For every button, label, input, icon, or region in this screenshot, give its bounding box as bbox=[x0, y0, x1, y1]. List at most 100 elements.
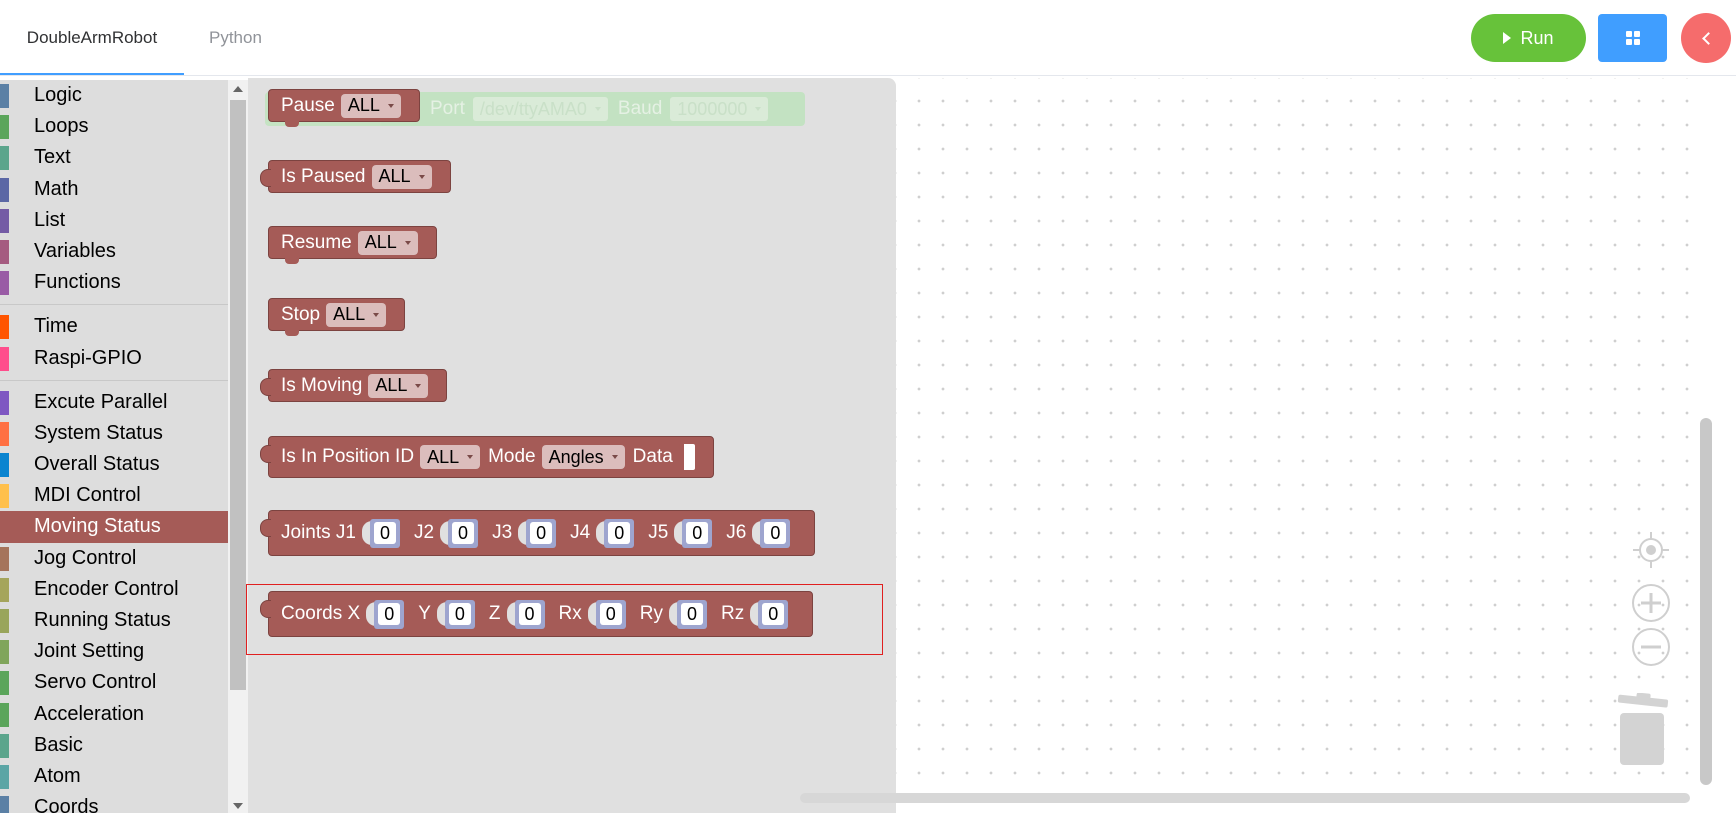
workspace-vertical-scrollbar[interactable] bbox=[1700, 418, 1712, 785]
number-input-slot[interactable]: 0 bbox=[518, 518, 557, 548]
toolbox-scrollbar-thumb[interactable] bbox=[230, 100, 246, 690]
id-dropdown[interactable]: ALL bbox=[371, 164, 432, 189]
stop-block[interactable]: Stop ALL bbox=[268, 298, 406, 336]
category-basic[interactable]: Basic bbox=[0, 730, 228, 761]
number-field[interactable]: 0 bbox=[762, 602, 785, 625]
id-dropdown[interactable]: ALL bbox=[357, 230, 418, 255]
id-dropdown[interactable]: ALL bbox=[326, 302, 387, 327]
field-label: J6 bbox=[726, 522, 747, 543]
mode-dropdown[interactable]: Angles bbox=[541, 445, 625, 469]
trash-icon[interactable] bbox=[1612, 693, 1672, 768]
category-excute-parallel[interactable]: Excute Parallel bbox=[0, 387, 228, 418]
number-field[interactable]: 0 bbox=[599, 602, 622, 625]
number-input-slot[interactable]: 0 bbox=[587, 599, 626, 629]
category-label: Functions bbox=[34, 271, 121, 294]
scroll-up-arrow-icon[interactable] bbox=[233, 86, 243, 92]
category-time[interactable]: Time bbox=[0, 311, 228, 342]
target-icon[interactable] bbox=[1631, 530, 1671, 570]
number-input-slot[interactable]: 0 bbox=[752, 518, 791, 548]
category-servo-control[interactable]: Servo Control bbox=[0, 667, 228, 698]
number-field[interactable]: 0 bbox=[530, 521, 553, 544]
back-button[interactable] bbox=[1681, 13, 1731, 63]
category-jog-control[interactable]: Jog Control bbox=[0, 543, 228, 574]
category-label: MDI Control bbox=[34, 484, 141, 507]
category-math[interactable]: Math bbox=[0, 174, 228, 205]
play-icon bbox=[1503, 32, 1512, 44]
number-field[interactable]: 0 bbox=[378, 602, 401, 625]
number-input-slot[interactable]: 0 bbox=[506, 599, 545, 629]
block-label: Pause bbox=[281, 94, 335, 116]
zoom-out-icon[interactable] bbox=[1631, 627, 1671, 667]
is-paused-block[interactable]: Is Paused ALL bbox=[260, 160, 451, 193]
number-input-slot[interactable]: 0 bbox=[366, 599, 405, 629]
category-encoder-control[interactable]: Encoder Control bbox=[0, 574, 228, 605]
number-field[interactable]: 0 bbox=[680, 602, 703, 625]
id-dropdown[interactable]: ALL bbox=[368, 373, 429, 398]
block-label: Is Moving bbox=[281, 374, 363, 396]
workspace-horizontal-scrollbar[interactable] bbox=[800, 793, 1690, 803]
category-functions[interactable]: Functions bbox=[0, 267, 228, 298]
is-moving-block[interactable]: Is Moving ALL bbox=[259, 369, 448, 402]
number-input-slot[interactable]: 0 bbox=[361, 518, 400, 548]
data-input-socket[interactable] bbox=[678, 444, 695, 470]
category-label: Time bbox=[34, 315, 78, 338]
number-input-slot[interactable]: 0 bbox=[674, 518, 713, 548]
number-field[interactable]: 0 bbox=[373, 521, 396, 544]
category-list[interactable]: List bbox=[0, 205, 228, 236]
number-field[interactable]: 0 bbox=[764, 521, 787, 544]
category-separator bbox=[0, 379, 228, 381]
category-logic[interactable]: Logic bbox=[0, 80, 228, 111]
number-field[interactable]: 0 bbox=[448, 602, 471, 625]
zoom-in-icon[interactable] bbox=[1631, 583, 1671, 623]
resume-block[interactable]: Resume ALL bbox=[268, 226, 437, 264]
block-label: Stop bbox=[281, 303, 321, 325]
category-loops[interactable]: Loops bbox=[0, 111, 228, 142]
category-text[interactable]: Text bbox=[0, 142, 228, 173]
scroll-down-arrow-icon[interactable] bbox=[233, 803, 243, 809]
number-input-slot[interactable]: 0 bbox=[436, 599, 475, 629]
category-overall-status[interactable]: Overall Status bbox=[0, 449, 228, 480]
category-moving-status[interactable]: Moving Status bbox=[0, 511, 228, 543]
category-color-bar bbox=[0, 702, 9, 727]
id-dropdown[interactable]: ALL bbox=[340, 93, 401, 118]
is-in-position-block[interactable]: Is In Position ID ALL Mode Angles Data bbox=[260, 436, 714, 478]
category-atom[interactable]: Atom bbox=[0, 761, 228, 792]
id-dropdown[interactable]: ALL bbox=[420, 445, 481, 469]
number-field[interactable]: 0 bbox=[518, 602, 541, 625]
field-label: J2 bbox=[413, 522, 435, 543]
grid-button[interactable] bbox=[1598, 14, 1667, 62]
blockly-workspace[interactable] bbox=[896, 78, 1701, 811]
number-input-slot[interactable]: 0 bbox=[668, 599, 707, 629]
category-color-bar bbox=[0, 146, 9, 171]
category-mdi-control[interactable]: MDI Control bbox=[0, 480, 228, 511]
pause-block[interactable]: Pause ALL bbox=[268, 89, 420, 127]
toolbox-scrollbar[interactable] bbox=[228, 80, 248, 813]
field-label: J5 bbox=[648, 522, 669, 543]
category-color-bar bbox=[0, 609, 9, 633]
category-acceleration[interactable]: Acceleration bbox=[0, 699, 228, 730]
number-input-slot[interactable]: 0 bbox=[440, 518, 479, 548]
category-joint-setting[interactable]: Joint Setting bbox=[0, 636, 228, 667]
category-system-status[interactable]: System Status bbox=[0, 418, 228, 449]
category-running-status[interactable]: Running Status bbox=[0, 605, 228, 636]
block-label: Is Paused bbox=[281, 165, 366, 187]
number-input-slot[interactable]: 0 bbox=[750, 599, 789, 629]
category-raspi-gpio[interactable]: Raspi-GPIO bbox=[0, 343, 228, 374]
category-color-bar bbox=[0, 484, 9, 509]
tab-python[interactable]: Python bbox=[209, 28, 262, 47]
number-input-slot[interactable]: 0 bbox=[596, 518, 635, 548]
number-field[interactable]: 0 bbox=[686, 521, 709, 544]
category-label: Basic bbox=[34, 733, 83, 756]
number-field[interactable]: 0 bbox=[452, 521, 475, 544]
category-label: List bbox=[34, 208, 66, 231]
category-label: System Status bbox=[34, 421, 163, 444]
category-variables[interactable]: Variables bbox=[0, 236, 228, 267]
number-field[interactable]: 0 bbox=[608, 521, 631, 544]
tab-doublearmrobot[interactable]: DoubleArmRobot bbox=[0, 0, 184, 75]
category-coords[interactable]: Coords bbox=[0, 792, 228, 813]
category-color-bar bbox=[0, 515, 9, 540]
run-button[interactable]: Run bbox=[1471, 14, 1586, 62]
category-label: Running Status bbox=[34, 609, 171, 631]
